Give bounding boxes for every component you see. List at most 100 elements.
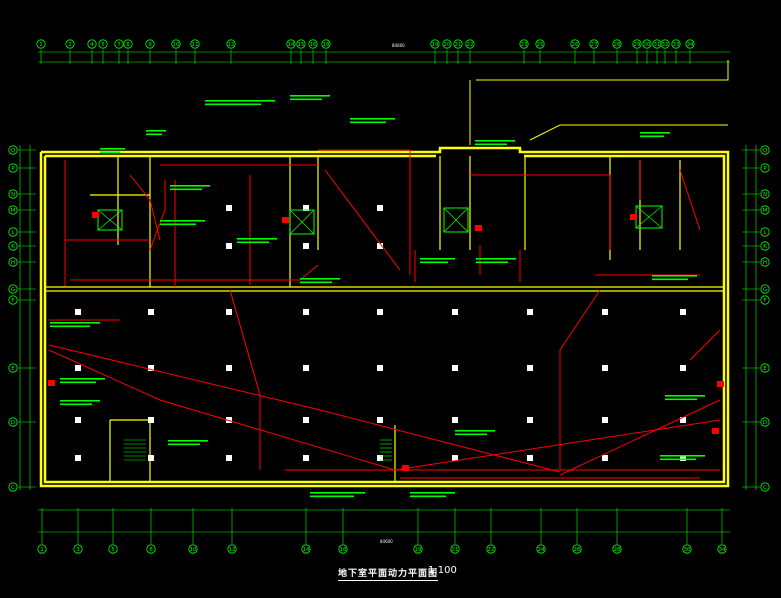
bottom-axis-label: 24 xyxy=(538,547,545,553)
left-axis-label: L xyxy=(11,230,15,236)
bottom-axis-bubble xyxy=(682,544,692,554)
bottom-axis-label: 5 xyxy=(111,547,115,553)
right-axis-label: G xyxy=(763,287,767,293)
structural-column xyxy=(377,365,383,371)
annotation-line xyxy=(168,443,200,446)
structural-column xyxy=(75,309,81,315)
distribution-panel xyxy=(630,214,637,220)
top-axis-label: 8 xyxy=(126,42,130,48)
top-axis-label: 2 xyxy=(68,42,72,48)
annotation-line xyxy=(60,378,105,380)
top-axis-bubble xyxy=(171,39,181,49)
right-axis-bubble xyxy=(760,205,770,215)
top-axis-bubble xyxy=(296,39,306,49)
bottom-axis-label: 22 xyxy=(488,547,495,553)
distribution-panel xyxy=(402,465,409,471)
bottom-axis-bubble xyxy=(146,544,156,554)
structural-column xyxy=(602,365,608,371)
annotation-line xyxy=(476,258,516,260)
top-axis-bubble xyxy=(612,39,622,49)
annotation-line xyxy=(350,121,386,124)
left-axis-label: C xyxy=(11,485,15,491)
top-axis-label: 18 xyxy=(323,42,330,48)
power-circuits xyxy=(48,149,721,479)
structural-column xyxy=(680,309,686,315)
structural-column xyxy=(226,205,232,211)
top-axis-label: 26 xyxy=(572,42,579,48)
annotation-line xyxy=(640,132,670,134)
top-axis-bubble xyxy=(465,39,475,49)
power-circuit-run xyxy=(559,399,721,476)
top-axis-label: 27 xyxy=(591,42,598,48)
right-axis-bubble xyxy=(760,482,770,492)
top-axis-label: 15 xyxy=(298,42,305,48)
annotation-line xyxy=(350,118,395,120)
bottom-total-dimension: 84600 xyxy=(380,539,393,544)
distribution-panel xyxy=(712,428,719,434)
bottom-axis-bubble xyxy=(572,544,582,554)
top-axis-bubble xyxy=(226,39,236,49)
top-axis-bubble xyxy=(87,39,97,49)
top-axis-bubble xyxy=(65,39,75,49)
structural-column xyxy=(148,365,154,371)
structural-column xyxy=(75,365,81,371)
inner-wall-line xyxy=(43,154,726,484)
bottom-axis-label: 34 xyxy=(719,547,726,553)
right-axis-bubble xyxy=(760,227,770,237)
elevator-shaft xyxy=(443,207,469,233)
structural-column xyxy=(377,205,383,211)
drawing-scale: 1:100 xyxy=(428,565,457,576)
top-axis-bubble xyxy=(519,39,529,49)
top-axis-label: 25 xyxy=(537,42,544,48)
left-axis-bubble xyxy=(8,482,18,492)
annotation-line xyxy=(420,258,455,260)
left-axis-bubble xyxy=(8,295,18,305)
top-axis-label: 11 xyxy=(192,42,199,48)
left-axis-bubble xyxy=(8,241,18,251)
annotation-line xyxy=(205,100,275,102)
structural-columns xyxy=(75,205,686,461)
top-axis-bubble xyxy=(535,39,545,49)
outer-wall-outline xyxy=(39,146,730,488)
annotation-line xyxy=(160,223,196,226)
structural-column xyxy=(75,417,81,423)
annotation-line xyxy=(652,275,697,277)
power-circuit-run xyxy=(324,169,401,271)
annotation-line xyxy=(170,188,202,191)
annotation-line xyxy=(168,440,208,442)
annotation-line xyxy=(455,433,487,436)
right-axis-label: F xyxy=(763,298,766,304)
bottom-axis-bubble xyxy=(413,544,423,554)
top-axis-label: 5 xyxy=(101,42,105,48)
left-axis-bubble xyxy=(8,145,18,155)
structural-column xyxy=(527,455,533,461)
right-axis-label: H xyxy=(763,260,767,266)
right-axis-bubble xyxy=(760,145,770,155)
top-axis-label: 33 xyxy=(673,42,680,48)
bottom-axis-label: 14 xyxy=(303,547,310,553)
annotation-line xyxy=(160,220,205,222)
power-circuit-run xyxy=(679,169,701,231)
drawing-title: 地下室平面动力平面图 xyxy=(338,566,439,581)
left-axis-bubble xyxy=(8,205,18,215)
structural-column xyxy=(303,455,309,461)
annotation-line xyxy=(146,133,162,136)
right-axis-label: L xyxy=(763,230,767,236)
power-circuit-run xyxy=(149,180,166,251)
annotation-line xyxy=(455,430,495,432)
right-axis-label: Q xyxy=(763,148,768,154)
left-axis-bubble xyxy=(8,363,18,373)
annotation-line xyxy=(300,278,340,280)
structural-column xyxy=(602,455,608,461)
annotation-line xyxy=(60,381,96,384)
structural-column xyxy=(226,417,232,423)
annotation-line xyxy=(100,151,120,154)
left-axis-label: N xyxy=(11,192,15,198)
bottom-axis-bubble xyxy=(37,544,47,554)
bottom-axis-bubble xyxy=(612,544,622,554)
structural-column xyxy=(527,417,533,423)
left-axis-bubble xyxy=(8,284,18,294)
structural-column xyxy=(452,365,458,371)
annotation-line xyxy=(50,322,100,324)
